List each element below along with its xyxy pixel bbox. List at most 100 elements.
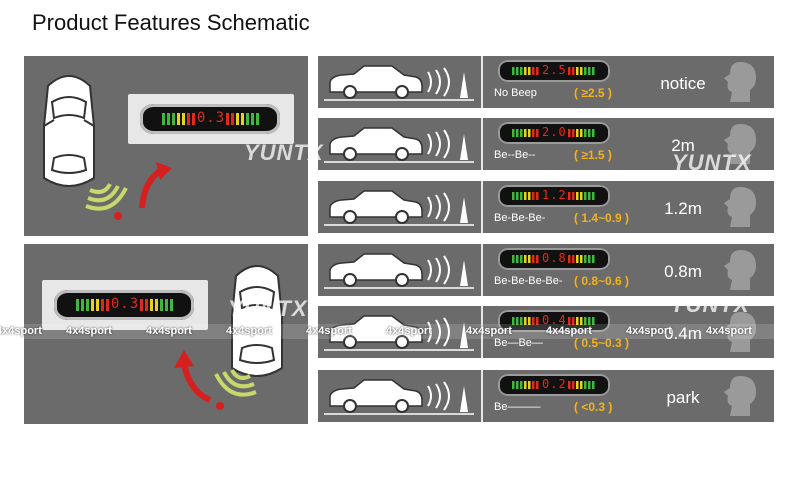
row-display-value: 0.8 [542,251,567,265]
watermark-text: 4x4sport [386,325,432,337]
front-display-unit: 0.3 [140,104,280,134]
watermark-text: 4x4sport [546,325,592,337]
distance-range: ( ≥2.5 ) [574,86,612,100]
head-icon-wrap [722,122,762,171]
led-bar-right [226,113,259,125]
brand-watermark: YUNTX [670,292,750,317]
front-sensor-panel: 0.3 [24,56,308,236]
car-sideview-icon [324,315,474,351]
distance-label: 0.4m [664,324,702,343]
car-sideview-icon [324,253,474,289]
beep-pattern: Be-Be-Be-Be- [494,275,563,287]
distance-label: notice [660,74,706,93]
row-display-value: 2.0 [542,125,567,139]
distance-row: 2.5 No Beep ( ≥2.5 ) notice [318,56,774,108]
head-icon-wrap [722,60,762,109]
led-bar-left [512,317,539,325]
beep-pattern: Be—Be— [494,337,543,349]
watermark-text: 4x4sport [66,325,112,337]
human-head-icon [724,250,756,290]
beep-pattern: No Beep [494,87,537,99]
car-sideview-icon [324,65,474,101]
led-bar-right [568,381,595,389]
beep-pattern: Be——— [494,401,541,413]
row-divider [481,118,483,170]
watermark-text: 4x4sport [706,325,752,337]
rear-display-value: 0.3 [110,296,140,312]
rear-display-unit: 0.3 [54,290,194,320]
led-bar-right [568,129,595,137]
led-bar-left [162,113,195,125]
head-icon-wrap [722,374,762,423]
brand-watermark: YUNTX [672,150,752,175]
row-display-value: 1.2 [542,188,567,202]
row-display-unit: 0.4 [498,310,610,332]
human-head-icon [724,62,756,102]
beep-pattern: Be--Be-- [494,149,536,161]
led-bar-left [512,129,539,137]
sensor-wave-icon [214,369,257,410]
watermark-text: 4x4sport [0,325,42,337]
led-bar-left [512,255,539,263]
sensor-wave-icon [85,182,128,220]
human-head-icon [724,124,756,164]
distance-label: 2m [671,136,695,155]
car-topview-icon [231,265,283,377]
front-display-value: 0.3 [196,110,226,126]
led-bar-right [568,317,595,325]
red-arrow-icon [139,162,172,209]
rear-sensor-panel: 0.3 [24,244,308,424]
head-icon-wrap [722,310,762,359]
led-bar-left [512,381,539,389]
head-icon-wrap [722,248,762,297]
car-topview-icon [43,75,95,187]
watermark-text: 4x4sport [306,325,352,337]
red-arrow-icon [174,350,212,403]
page-title: Product Features Schematic [32,10,310,35]
distance-label: park [666,388,700,407]
led-bar-right [568,255,595,263]
row-display-unit: 1.2 [498,185,610,207]
row-display-value: 0.2 [542,377,567,391]
row-display-unit: 2.0 [498,122,610,144]
watermark-text: 4x4sport [626,325,672,337]
distance-range: ( <0.3 ) [574,400,613,414]
car-sideview-icon [324,127,474,163]
watermark-text: 4x4sport [146,325,192,337]
human-head-icon [724,187,756,227]
row-display-value: 0.4 [542,313,567,327]
led-bar-right [140,299,173,311]
led-bar-left [512,67,539,75]
watermark-text: 4x4sport [466,325,512,337]
led-bar-right [568,67,595,75]
head-icon-wrap [722,185,762,234]
car-sideview-icon [324,379,474,415]
distance-range: ( 1.4~0.9 ) [574,211,630,225]
row-divider [481,370,483,422]
brand-watermark: YUNTX [228,296,308,321]
beep-pattern: Be-Be-Be- [494,212,546,224]
watermark-strip [0,324,800,339]
led-bar-left [76,299,109,311]
car-sideview-icon [324,190,474,226]
led-bar-left [512,192,539,200]
human-head-icon [724,376,756,416]
human-head-icon [724,312,756,352]
row-display-value: 2.5 [542,63,567,77]
row-display-unit: 0.2 [498,374,610,396]
row-divider [481,181,483,233]
distance-range: ( ≥1.5 ) [574,148,612,162]
row-divider [481,244,483,296]
row-display-unit: 0.8 [498,248,610,270]
led-bar-right [568,192,595,200]
row-divider [481,306,483,358]
row-divider [481,56,483,108]
row-display-unit: 2.5 [498,60,610,82]
distance-label: 1.2m [664,199,702,218]
brand-watermark: YUNTX [244,140,324,165]
